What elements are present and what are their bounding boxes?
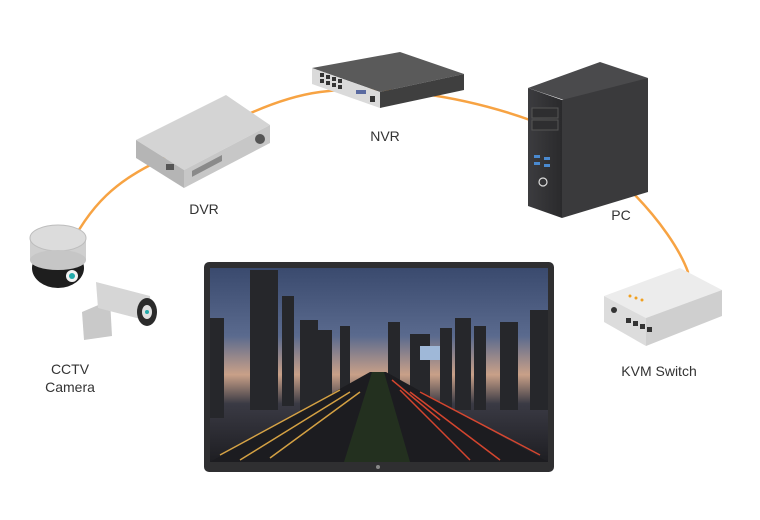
nvr-label: NVR — [370, 128, 400, 144]
bullet-camera-icon — [82, 282, 157, 340]
cctv-label: CCTV Camera — [20, 360, 120, 396]
display-monitor — [204, 262, 554, 472]
cctv-label-line2: Camera — [45, 379, 95, 395]
pc-icon — [528, 62, 648, 218]
brand-logo-icon — [376, 465, 380, 469]
dvr-icon — [136, 95, 270, 188]
pc-label: PC — [611, 207, 631, 223]
dome-camera-icon — [29, 224, 87, 288]
kvm-switch-icon — [604, 268, 722, 346]
cctv-label-line1: CCTV — [50, 361, 90, 377]
nvr-icon — [312, 52, 464, 108]
kvm-switch-label: KVM Switch — [621, 363, 697, 379]
dvr-label: DVR — [189, 201, 219, 217]
